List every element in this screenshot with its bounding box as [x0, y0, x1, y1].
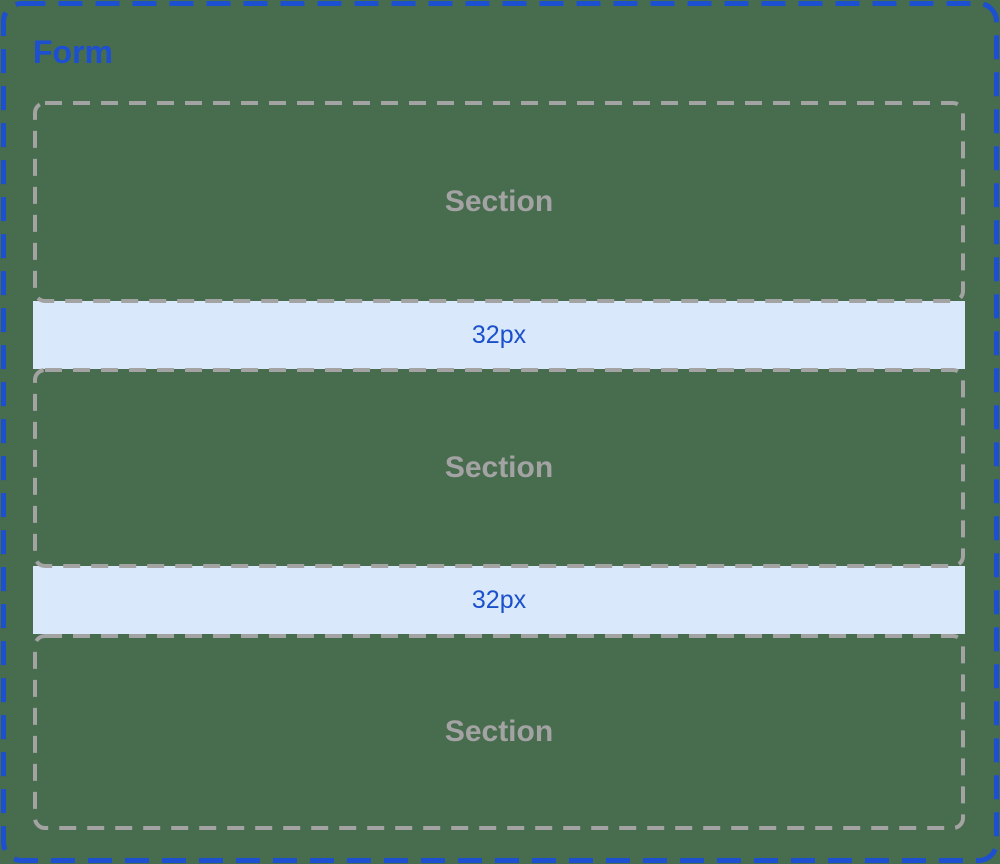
spacer-size-label: 32px [471, 585, 527, 614]
form-label: Form [33, 34, 113, 70]
section-label: Section [444, 451, 554, 484]
section-label: Section [444, 715, 554, 748]
section-box: Section [33, 101, 965, 303]
section-box: Section [33, 634, 965, 830]
section-box: Section [33, 368, 965, 568]
spacer-bar: 32px [33, 301, 965, 369]
spacer-size-label: 32px [471, 320, 527, 349]
spacer-bar: 32px [33, 566, 965, 634]
section-label: Section [444, 185, 554, 218]
